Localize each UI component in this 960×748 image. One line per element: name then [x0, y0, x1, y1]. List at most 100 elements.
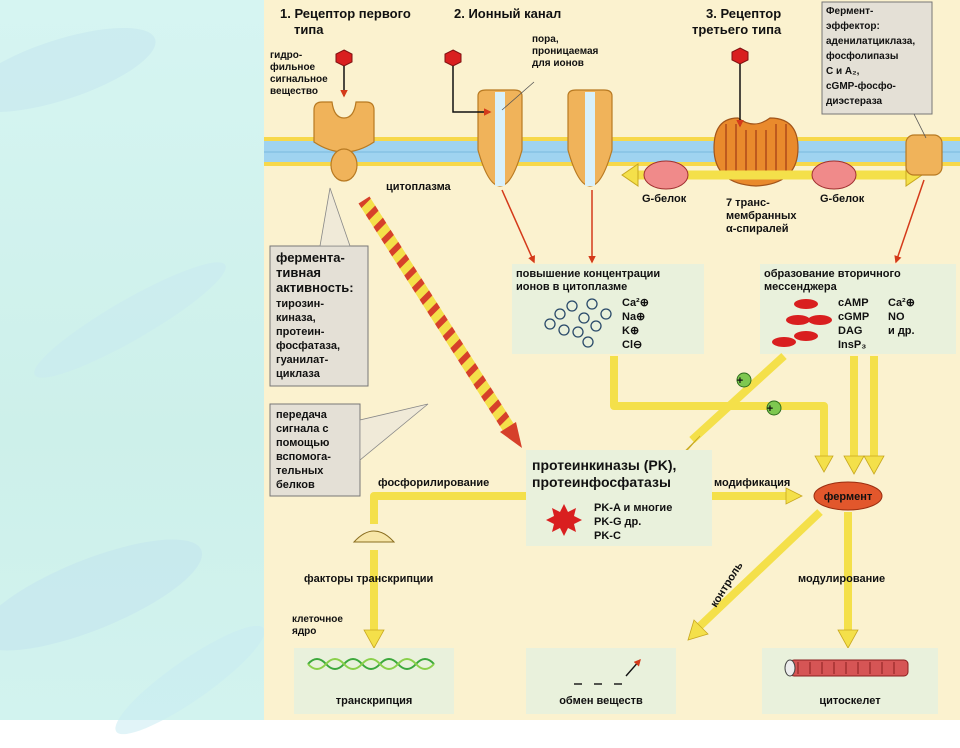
metabolism-label: обмен веществ	[559, 695, 643, 707]
enzymatic-line: циклаза	[276, 368, 321, 380]
receptor-type3	[713, 47, 799, 187]
enzymatic-line: активность:	[276, 280, 354, 295]
helices-line: мембранных	[726, 210, 797, 222]
ions-title: повышение концентрации ионов в цитоплазм…	[516, 268, 660, 293]
hydrophilic-line: вещество	[270, 86, 318, 97]
enzymatic-activity-box	[269, 187, 369, 387]
signaling-diagram: 1. Рецептор первого типа 2. Ионный канал…	[264, 1, 960, 714]
enzymatic-line: фермента-	[276, 250, 345, 265]
helices-line: 7 транс-	[726, 197, 770, 209]
background-swirl	[104, 611, 276, 748]
plus-marker	[736, 372, 782, 416]
hydrophilic-line: гидро-	[270, 50, 302, 61]
hydrophilic-line: сигнальное	[270, 74, 328, 85]
cytoskeleton-box	[762, 648, 938, 714]
messenger-item: DAG	[838, 325, 862, 337]
messenger-item: cGMP	[838, 311, 869, 323]
g-protein-right-label: G-белок	[820, 193, 865, 205]
effector-line: Фермент-	[826, 6, 873, 17]
effector-line: cGMP-фосфо-	[826, 80, 896, 92]
transcription-factor-shape	[352, 530, 396, 543]
background-swirl	[24, 247, 236, 393]
phosphorylation-label: фосфорилирование	[378, 477, 489, 489]
g-protein-left-label: G-белок	[642, 193, 687, 205]
kinases-title-line: протеинфосфатазы	[532, 474, 671, 490]
metabolism-box	[526, 648, 676, 714]
pore-line: для ионов	[532, 58, 584, 69]
nucleus-label: клеточное ядро	[292, 614, 343, 637]
messengers-left: cAMP cGMP DAG InsP₃	[838, 297, 869, 351]
receptor3-title-line: третьего типа	[692, 22, 782, 37]
enzymatic-line: протеин-	[276, 326, 325, 338]
transmission-line: сигнала с	[276, 423, 329, 435]
ion-item: Ca²⊕	[622, 297, 649, 309]
transcription-box	[294, 648, 454, 714]
kinase-box	[526, 450, 712, 546]
enzymatic-label: фермента- тивная активность: тирозин- ки…	[276, 250, 354, 380]
messenger-item: NO	[888, 311, 905, 323]
ion-item: Cl⊖	[622, 339, 642, 351]
receptor1-title-line: 1. Рецептор первого	[280, 6, 411, 21]
effector-label: Фермент- эффектор: аденилатциклаза, фосф…	[826, 6, 915, 107]
transmission-box	[269, 403, 429, 497]
effector-line: фосфолипазы	[826, 50, 898, 62]
pore-line: проницаемая	[532, 46, 599, 57]
enzyme-label: фермент	[824, 491, 873, 503]
kinases-title-line: протеинкиназы (PK),	[532, 457, 676, 473]
effector-line: эффектор:	[826, 20, 880, 32]
receptor1-title-line: типа	[294, 22, 324, 37]
transmission-line: помощью	[276, 437, 329, 449]
messenger-title: образование вторичного мессенджера	[764, 268, 901, 293]
dashed-pathway	[358, 196, 516, 434]
enzymatic-line: тивная	[276, 265, 321, 280]
receptor-type1	[313, 49, 375, 182]
transcription-factors-label: факторы транскрипции	[304, 573, 433, 585]
effector-line: аденилатциклаза,	[826, 36, 915, 47]
transmission-label: передача сигнала с помощью вспомога- тел…	[276, 409, 331, 491]
messengers-right: Ca²⊕ NO и др.	[888, 297, 915, 337]
hydrophilic-line: фильное	[270, 61, 316, 73]
messenger-item: cAMP	[838, 297, 869, 309]
receptor1-title: 1. Рецептор первого типа	[280, 6, 411, 37]
messenger-item: InsP₃	[838, 339, 866, 351]
enzymatic-line: тирозин-	[276, 298, 324, 310]
receptor2-title: 2. Ионный канал	[454, 6, 561, 21]
messenger-title-line: мессенджера	[764, 281, 838, 293]
dashed-pathway-head	[500, 422, 522, 448]
ion-item: K⊕	[622, 325, 639, 337]
kinase-item: PK-C	[594, 530, 621, 542]
effector-line: С и А₂,	[826, 66, 860, 77]
pore-label: пора, проницаемая для ионов	[532, 34, 599, 69]
ion-box	[512, 264, 704, 354]
enzymatic-line: фосфатаза,	[276, 340, 340, 352]
nucleus-line: клеточное	[292, 614, 343, 625]
messenger-item: и др.	[888, 325, 915, 337]
signaling-figure: 1. Рецептор первого типа 2. Ионный канал…	[264, 0, 960, 720]
yellow-arrows	[370, 353, 878, 632]
pore-line: пора,	[532, 34, 559, 45]
hydrophilic-label: гидро- фильное сигнальное вещество	[270, 50, 328, 97]
cytoskeleton-label: цитоскелет	[819, 695, 881, 707]
red-arrows	[501, 179, 925, 264]
background-swirl	[0, 10, 165, 130]
transmission-line: вспомога-	[276, 451, 331, 463]
ion-item: Na⊕	[622, 311, 645, 323]
kinase-item: PK-A и многие	[594, 502, 672, 514]
nucleus-line: ядро	[292, 626, 316, 637]
kinases-title: протеинкиназы (PK), протеинфосфатазы	[532, 457, 676, 490]
plus-sign: +	[767, 403, 773, 415]
ions-list: Ca²⊕ Na⊕ K⊕ Cl⊖	[622, 297, 649, 351]
ion-channel	[444, 49, 613, 187]
messenger-title-line: образование вторичного	[764, 268, 901, 280]
plus-sign: +	[737, 375, 743, 387]
receptor3-title: 3. Рецептор третьего типа	[692, 6, 782, 37]
enzyme-node	[813, 481, 883, 511]
ions-title-line: ионов в цитоплазме	[516, 281, 627, 293]
helices-label: 7 транс- мембранных α-спиралей	[726, 197, 797, 235]
transmission-line: тельных	[276, 465, 324, 477]
background-swirl	[0, 517, 215, 673]
cytoplasm-label: цитоплазма	[386, 181, 452, 193]
transmission-line: белков	[276, 479, 315, 491]
modulation-label: модулирование	[798, 573, 885, 585]
receptor3-title-line: 3. Рецептор	[706, 6, 781, 21]
